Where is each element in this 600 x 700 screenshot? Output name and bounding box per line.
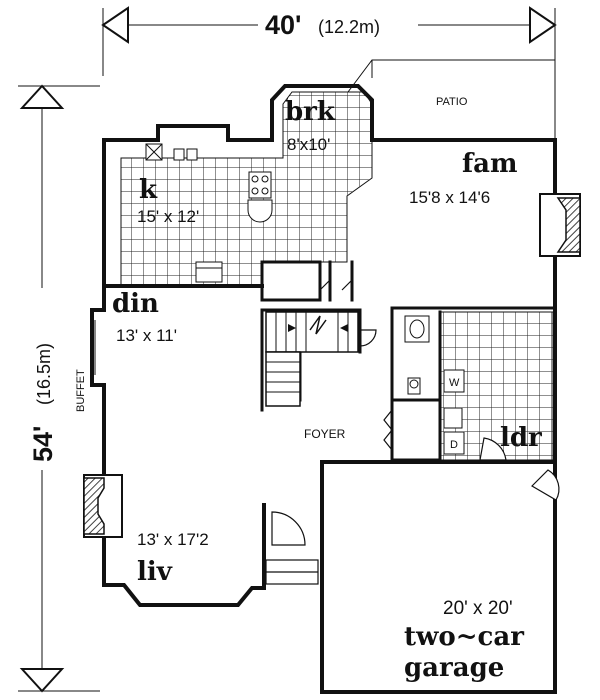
dryer-icon xyxy=(443,431,465,455)
room-name-kitchen: k xyxy=(139,175,158,205)
room-size-family: 15'8 x 14'6 xyxy=(409,188,490,207)
washer-label: W xyxy=(449,377,460,389)
front-door-icon xyxy=(271,511,306,546)
room-size-kitchen: 15' x 12' xyxy=(137,207,199,226)
laundry-fixtures: W D xyxy=(404,315,465,455)
room-size-garage: 20' x 20' xyxy=(443,598,513,619)
windows xyxy=(94,125,556,606)
room-size-dining: 13' x 11' xyxy=(116,326,177,345)
fireplace-family-icon xyxy=(539,193,581,257)
garage-door-icon xyxy=(531,469,560,501)
room-name-breakfast: brk xyxy=(285,97,336,127)
room-name-garage-line1: two~car xyxy=(404,622,524,652)
doors xyxy=(265,279,560,585)
room-name-dining: din xyxy=(112,289,159,319)
kitchen-fixtures xyxy=(120,143,273,283)
arrow-down-icon xyxy=(19,668,65,693)
depth-feet: 54' xyxy=(28,426,58,462)
closet-door-icon xyxy=(359,329,377,347)
width-feet: 40' xyxy=(265,10,301,40)
room-size-living: 13' x 17'2 xyxy=(137,530,209,549)
cooktop-icon xyxy=(248,171,272,199)
interior-walls xyxy=(260,260,557,462)
fireplace-living-icon xyxy=(83,474,123,538)
width-metric: (12.2m) xyxy=(318,17,380,37)
laundry-door-icon xyxy=(479,437,507,461)
arrow-left-icon xyxy=(101,6,129,44)
depth-metric: (16.5m) xyxy=(34,343,54,405)
tile-floors xyxy=(120,91,554,461)
room-size-breakfast: 8'x10' xyxy=(287,135,330,154)
room-labels: brk 8'x10' k 15' x 12' fam 15'8 x 14'6 d… xyxy=(75,97,542,683)
room-name-living: liv xyxy=(137,557,173,587)
arrow-up-icon xyxy=(19,84,65,109)
patio: PATIO xyxy=(347,59,556,140)
room-name-garage-line2: garage xyxy=(404,653,504,683)
arrow-right-icon xyxy=(529,6,557,44)
width-dimension: 40' (12.2m) xyxy=(101,6,557,76)
room-name-family: fam xyxy=(462,149,518,179)
room-name-laundry: ldr xyxy=(500,423,542,453)
stairs xyxy=(265,311,359,407)
depth-dimension: 54' (16.5m) xyxy=(18,84,100,693)
dryer-label: D xyxy=(450,439,458,451)
patio-label: PATIO xyxy=(436,96,468,108)
buffet-label: BUFFET xyxy=(75,369,87,412)
foyer-label: FOYER xyxy=(304,427,346,441)
washer-icon xyxy=(443,369,465,393)
island-counter xyxy=(247,199,273,223)
